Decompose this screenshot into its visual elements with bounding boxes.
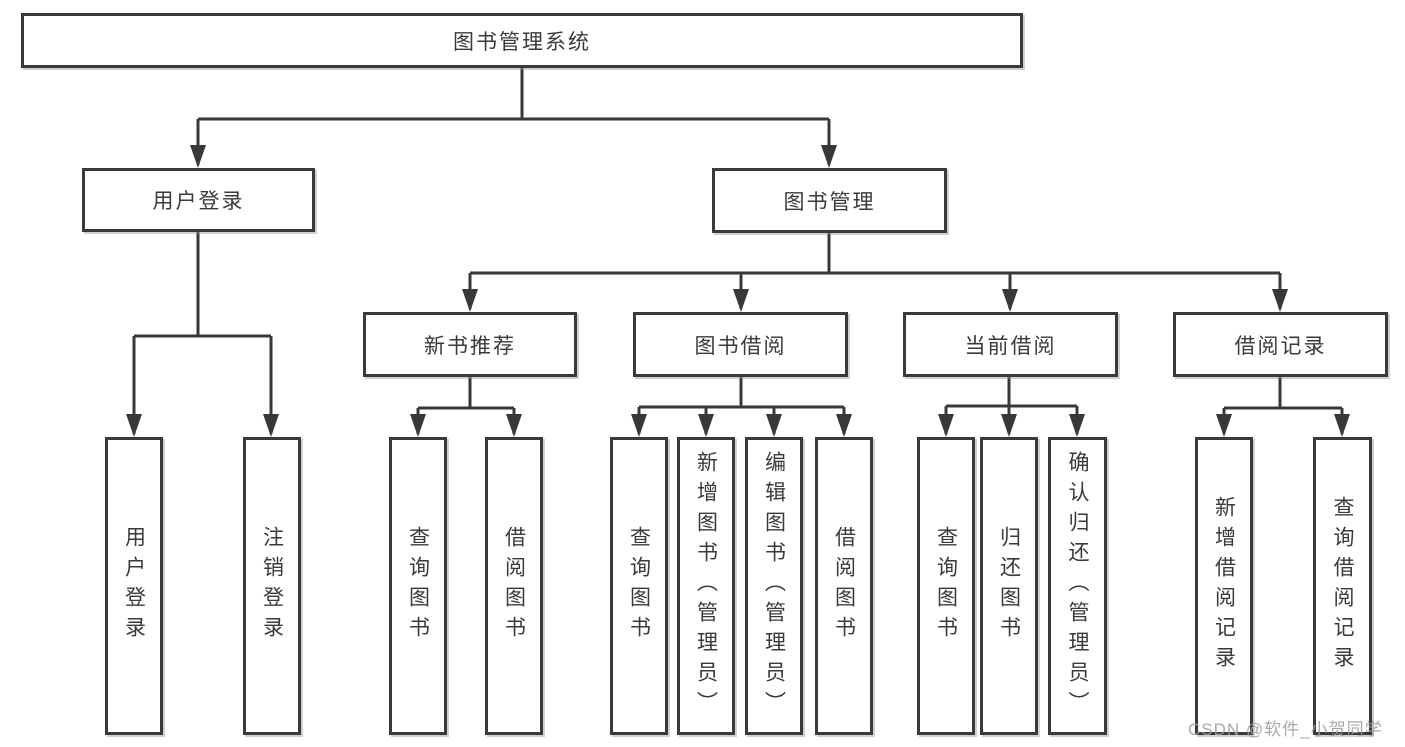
node-label: 图书借阅 [694, 334, 787, 358]
node-library-management-system: 图书管理系统 [21, 13, 1023, 68]
node-label: 当前借阅 [964, 334, 1057, 358]
node-label: 用户登录 [122, 526, 146, 646]
node-label: 借阅图书 [832, 526, 856, 646]
leaf-add-books-admin: 新增图书（管理员） [677, 437, 735, 735]
leaf-query-books-current: 查询图书 [917, 437, 975, 735]
watermark: CSDN @软件_小贺同学 [1188, 720, 1383, 739]
node-label: 查询图书 [627, 526, 651, 646]
leaf-query-books-recommend: 查询图书 [389, 437, 447, 735]
node-label: 借阅记录 [1234, 334, 1327, 358]
node-label: 编辑图书（管理员） [762, 451, 786, 721]
leaf-return-books: 归还图书 [980, 437, 1038, 735]
node-label: 新书推荐 [424, 334, 516, 358]
leaf-confirm-return-admin: 确认归还（管理员） [1048, 437, 1107, 735]
node-label: 用户登录 [152, 190, 245, 213]
node-label: 查询借阅记录 [1331, 496, 1354, 676]
node-label: 查询图书 [934, 526, 958, 646]
node-current-borrowing: 当前借阅 [903, 312, 1118, 377]
leaf-query-books-borrowing: 查询图书 [610, 437, 668, 735]
node-book-borrowing: 图书借阅 [633, 312, 848, 377]
node-label: 注销登录 [260, 526, 284, 646]
node-label: 新增借阅记录 [1212, 496, 1236, 676]
leaf-edit-books-admin: 编辑图书（管理员） [745, 437, 803, 735]
node-label: 新增图书（管理员） [694, 451, 718, 721]
node-label: 查询图书 [406, 526, 430, 646]
node-book-management: 图书管理 [712, 168, 947, 233]
node-label: 确认归还（管理员） [1066, 451, 1089, 721]
leaf-borrow-books-recommend: 借阅图书 [485, 437, 543, 735]
node-label: 图书管理系统 [453, 30, 591, 54]
leaf-query-borrow-record: 查询借阅记录 [1313, 437, 1372, 735]
node-label: 归还图书 [997, 526, 1021, 646]
node-label: 图书管理 [783, 190, 876, 214]
leaf-logout: 注销登录 [243, 437, 301, 735]
node-new-book-recommend: 新书推荐 [363, 312, 577, 377]
leaf-borrow-books: 借阅图书 [815, 437, 873, 735]
node-user-login: 用户登录 [82, 168, 315, 232]
leaf-user-login: 用户登录 [105, 437, 163, 735]
leaf-add-borrow-record: 新增借阅记录 [1195, 437, 1253, 735]
node-borrowing-records: 借阅记录 [1173, 312, 1388, 377]
node-label: 借阅图书 [502, 526, 526, 646]
